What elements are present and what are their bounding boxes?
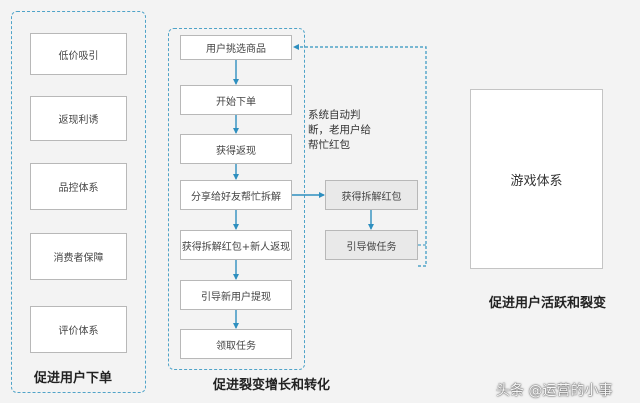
system-note-line-1: 系统自动判 xyxy=(308,109,361,121)
left-panel-caption: 促进用户下单 xyxy=(34,371,113,386)
left-item-cashback: 返现利诱 xyxy=(30,96,127,141)
side-step-guide-task: 引导做任务 xyxy=(325,230,418,260)
step-guide-withdrawal: 引导新用户提现 xyxy=(180,280,292,310)
left-item-review-system: 评价体系 xyxy=(30,306,127,353)
step-share-with-friends: 分享给好友帮忙拆解 xyxy=(180,180,292,210)
side-step-get-red-packet: 获得拆解红包 xyxy=(325,180,418,210)
left-item-quality-control: 品控体系 xyxy=(30,163,127,210)
step-receive-task: 领取任务 xyxy=(180,329,292,359)
system-note-line-2: 断，老用户给 xyxy=(308,124,371,136)
middle-panel-frame xyxy=(168,28,305,370)
step-user-selects-product: 用户挑选商品 xyxy=(180,35,292,60)
left-panel-frame xyxy=(11,11,146,393)
middle-panel-caption: 促进裂变增长和转化 xyxy=(213,378,331,393)
watermark: 头条 @运营的小事 xyxy=(496,383,613,399)
system-note: 系统自动判 断，老用户给 帮忙红包 xyxy=(308,108,371,153)
step-get-split-red-packet: 获得拆解红包+新人返现 xyxy=(180,230,292,260)
system-note-line-3: 帮忙红包 xyxy=(308,139,350,151)
step-get-cashback: 获得返现 xyxy=(180,134,292,164)
game-system-box: 游戏体系 xyxy=(470,89,603,269)
right-panel-caption: 促进用户活跃和裂变 xyxy=(489,296,607,311)
arrow-loop-back xyxy=(293,44,427,267)
left-item-low-price: 低价吸引 xyxy=(30,33,127,75)
step-start-order: 开始下单 xyxy=(180,85,292,115)
left-item-consumer-protection: 消费者保障 xyxy=(30,233,127,280)
